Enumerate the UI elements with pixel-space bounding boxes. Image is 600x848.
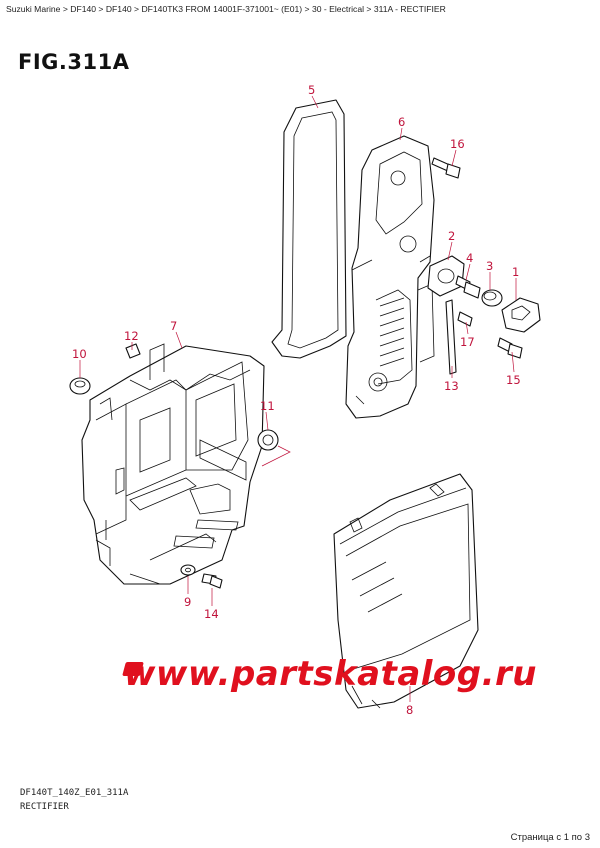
breadcrumb-separator: > [60,4,71,14]
callout-7: 7 [170,319,177,333]
part-13-rod[interactable] [445,299,457,375]
breadcrumb-separator: > [131,4,142,14]
callout-15: 15 [506,373,521,387]
part-8-cover[interactable] [333,473,479,709]
breadcrumb-separator: > [302,4,312,14]
part-7-case[interactable] [81,343,265,585]
callout-2: 2 [448,229,455,243]
callout-5: 5 [308,83,315,97]
callout-16: 16 [450,137,465,151]
figure-code: DF140T_140Z_E01_311A [20,788,129,798]
breadcrumb-item-df140[interactable]: DF140 [70,4,97,14]
callout-1: 1 [512,265,519,279]
breadcrumb-separator: > [96,4,106,14]
part-17-bolt[interactable] [457,311,473,327]
part-14-bolt[interactable] [201,573,223,589]
part-15-bolt[interactable] [497,337,523,359]
part-1-rectifier[interactable] [501,297,541,333]
callout-17: 17 [460,335,475,349]
callout-9: 9 [184,595,191,609]
callout-14: 14 [204,607,219,621]
callout-8: 8 [406,703,413,717]
callout-13: 13 [444,379,459,393]
part-16-bolt[interactable] [431,157,461,179]
figure-title: FIG.311A [18,50,130,74]
breadcrumb-item-electrical[interactable]: 30 - Electrical [311,4,365,14]
pagination-status: Страница с 1 по 3 [510,832,590,843]
callout-6: 6 [398,115,405,129]
callout-labels: 1 2 3 4 5 6 7 8 9 10 11 12 13 14 15 16 1… [72,83,521,717]
figure-name: RECTIFIER [20,802,69,812]
callout-12: 12 [124,329,139,343]
breadcrumb-separator: > [364,4,374,14]
callout-10: 10 [72,347,87,361]
part-9-washer[interactable] [180,564,196,576]
part-5-gasket[interactable] [271,99,347,359]
part-10-grommet[interactable] [69,377,91,395]
callout-leaders [79,95,517,702]
callout-4: 4 [466,251,473,265]
part-3-rubber[interactable] [481,289,503,307]
breadcrumb-item-df140-sub[interactable]: DF140 [105,4,132,14]
breadcrumb-item-suzuki-marine[interactable]: Suzuki Marine [6,4,61,14]
part-4-bolt[interactable] [455,275,481,299]
part-11-grommet[interactable] [257,429,279,451]
breadcrumb-item-model[interactable]: DF140TK3 FROM 14001F-371001~ (E01) [141,4,303,14]
callout-11: 11 [260,399,275,413]
part-12-clip[interactable] [125,343,141,359]
part-6-bracket[interactable] [345,135,435,419]
breadcrumb-item-current: 311A - RECTIFIER [373,4,446,14]
callout-3: 3 [486,259,493,273]
watermark-text: www.partskatalog.ru [124,654,538,694]
breadcrumb: Suzuki Marine > DF140 > DF140 > DF140TK3… [6,4,594,14]
